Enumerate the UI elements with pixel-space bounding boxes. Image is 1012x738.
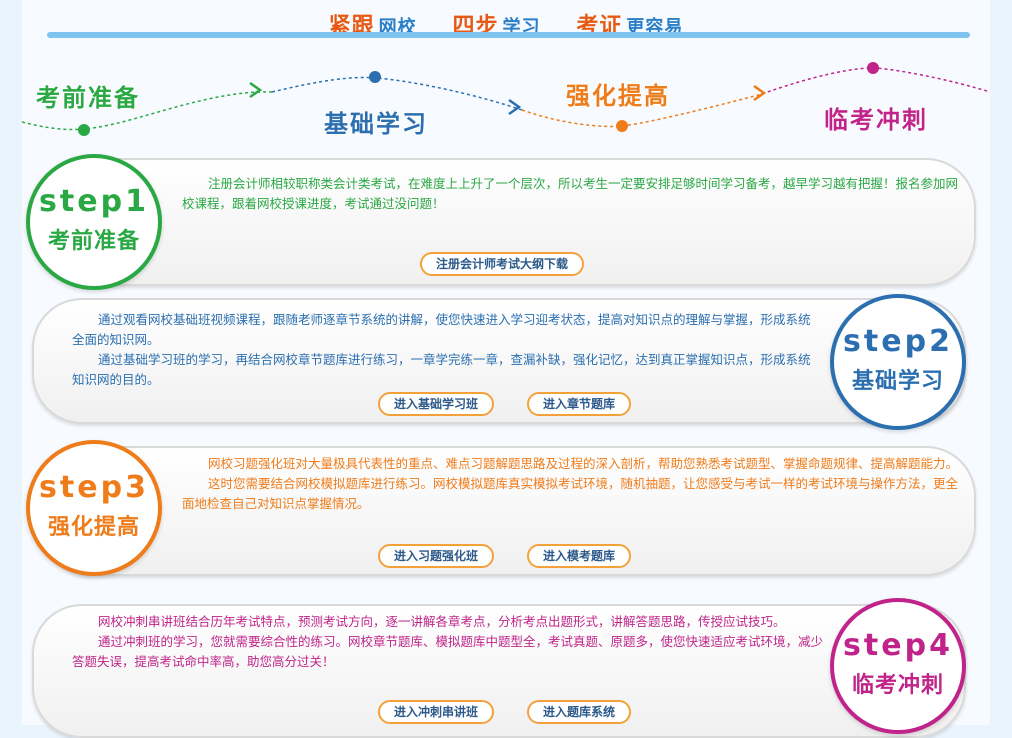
step4-text: 网校冲刺串讲班结合历年考试特点，预测考试方向，逐一讲解各章考点，分析考点出题形式… <box>72 612 832 672</box>
step3-label: step3 <box>39 470 149 505</box>
roadmap-dot-2 <box>369 71 381 83</box>
roadmap-dot-4 <box>867 62 879 74</box>
roadmap-arrow-3 <box>753 84 767 102</box>
step3-text: 网校习题强化班对大量极具代表性的重点、难点习题解题思路及过程的深入剖析，帮助您熟… <box>182 454 962 514</box>
step2-badge: step2 基础学习 <box>830 294 966 430</box>
roadmap-arrow-2 <box>508 98 522 116</box>
step2-chapter-bank-button[interactable]: 进入章节题库 <box>527 392 632 416</box>
step3-card: 网校习题强化班对大量极具代表性的重点、难点习题解题思路及过程的深入剖析，帮助您熟… <box>42 446 976 576</box>
header-banner: 紧跟网校 四步学习 考证更容易 <box>22 0 990 44</box>
step3-mock-bank-button[interactable]: 进入模考题库 <box>527 544 632 568</box>
step2-label: step2 <box>843 324 953 359</box>
page-container: 紧跟网校 四步学习 考证更容易 考前准备 基础学习 强化提高 临考冲刺 <box>22 0 990 738</box>
step4-card: 网校冲刺串讲班结合历年考试特点，预测考试方向，逐一讲解各章考点，分析考点出题形式… <box>32 604 966 738</box>
step3-name: 强化提高 <box>47 515 140 540</box>
step3-paragraph-1: 网校习题强化班对大量极具代表性的重点、难点习题解题思路及过程的深入剖析，帮助您熟… <box>208 456 959 471</box>
step3-exercise-class-button[interactable]: 进入习题强化班 <box>378 544 495 568</box>
step2-name: 基础学习 <box>851 369 944 394</box>
roadmap: 考前准备 基础学习 强化提高 临考冲刺 <box>22 50 990 150</box>
step4-sprint-class-button[interactable]: 进入冲刺串讲班 <box>378 700 495 724</box>
step1-name: 考前准备 <box>47 229 140 254</box>
step1-card: 注册会计师相较职称类会计类考试，在难度上上升了一个层次，所以考生一定要安排足够时… <box>42 158 976 286</box>
roadmap-dot-1 <box>78 124 90 136</box>
step1-text: 注册会计师相较职称类会计类考试，在难度上上升了一个层次，所以考生一定要安排足够时… <box>182 174 962 214</box>
step2-paragraph-2: 通过基础学习班的学习，再结合网校章节题库进行练习，一章学完练一章，查漏补缺，强化… <box>72 352 811 387</box>
step3-badge: step3 强化提高 <box>26 440 162 576</box>
roadmap-stage-3: 强化提高 <box>566 82 670 110</box>
roadmap-arrow-1 <box>249 81 263 99</box>
roadmap-dot-3 <box>616 120 628 132</box>
step1-label: step1 <box>39 184 149 219</box>
roadmap-stage-2: 基础学习 <box>324 110 428 138</box>
step1-download-outline-button[interactable]: 注册会计师考试大纲下载 <box>420 252 585 276</box>
step4-bank-system-button[interactable]: 进入题库系统 <box>527 700 632 724</box>
step4-name: 临考冲刺 <box>851 673 944 698</box>
step2-card: 通过观看网校基础班视频课程，跟随老师逐章节系统的讲解，使您快速进入学习迎考状态，… <box>32 298 966 424</box>
roadmap-stage-1: 考前准备 <box>36 84 140 112</box>
step4-paragraph-1: 网校冲刺串讲班结合历年考试特点，预测考试方向，逐一讲解各章考点，分析考点出题形式… <box>98 614 786 629</box>
step4-badge: step4 临考冲刺 <box>830 598 966 734</box>
step4-label: step4 <box>843 628 953 663</box>
step3-paragraph-2: 这时您需要结合网校模拟题库进行练习。网校模拟题库真实模拟考试环境，随机抽题，让您… <box>182 476 959 511</box>
header-divider <box>47 32 970 38</box>
step1-paragraph-1: 注册会计师相较职称类会计类考试，在难度上上升了一个层次，所以考生一定要安排足够时… <box>182 176 959 211</box>
step4-paragraph-2: 通过冲刺班的学习，您就需要综合性的练习。网校章节题库、模拟题库中题型全，考试真题… <box>72 634 824 669</box>
step2-basic-class-button[interactable]: 进入基础学习班 <box>378 392 495 416</box>
step2-paragraph-1: 通过观看网校基础班视频课程，跟随老师逐章节系统的讲解，使您快速进入学习迎考状态，… <box>72 312 811 347</box>
step2-text: 通过观看网校基础班视频课程，跟随老师逐章节系统的讲解，使您快速进入学习迎考状态，… <box>72 310 818 390</box>
step1-badge: step1 考前准备 <box>26 154 162 290</box>
roadmap-path <box>22 62 990 136</box>
roadmap-stage-4: 临考冲刺 <box>824 106 928 134</box>
